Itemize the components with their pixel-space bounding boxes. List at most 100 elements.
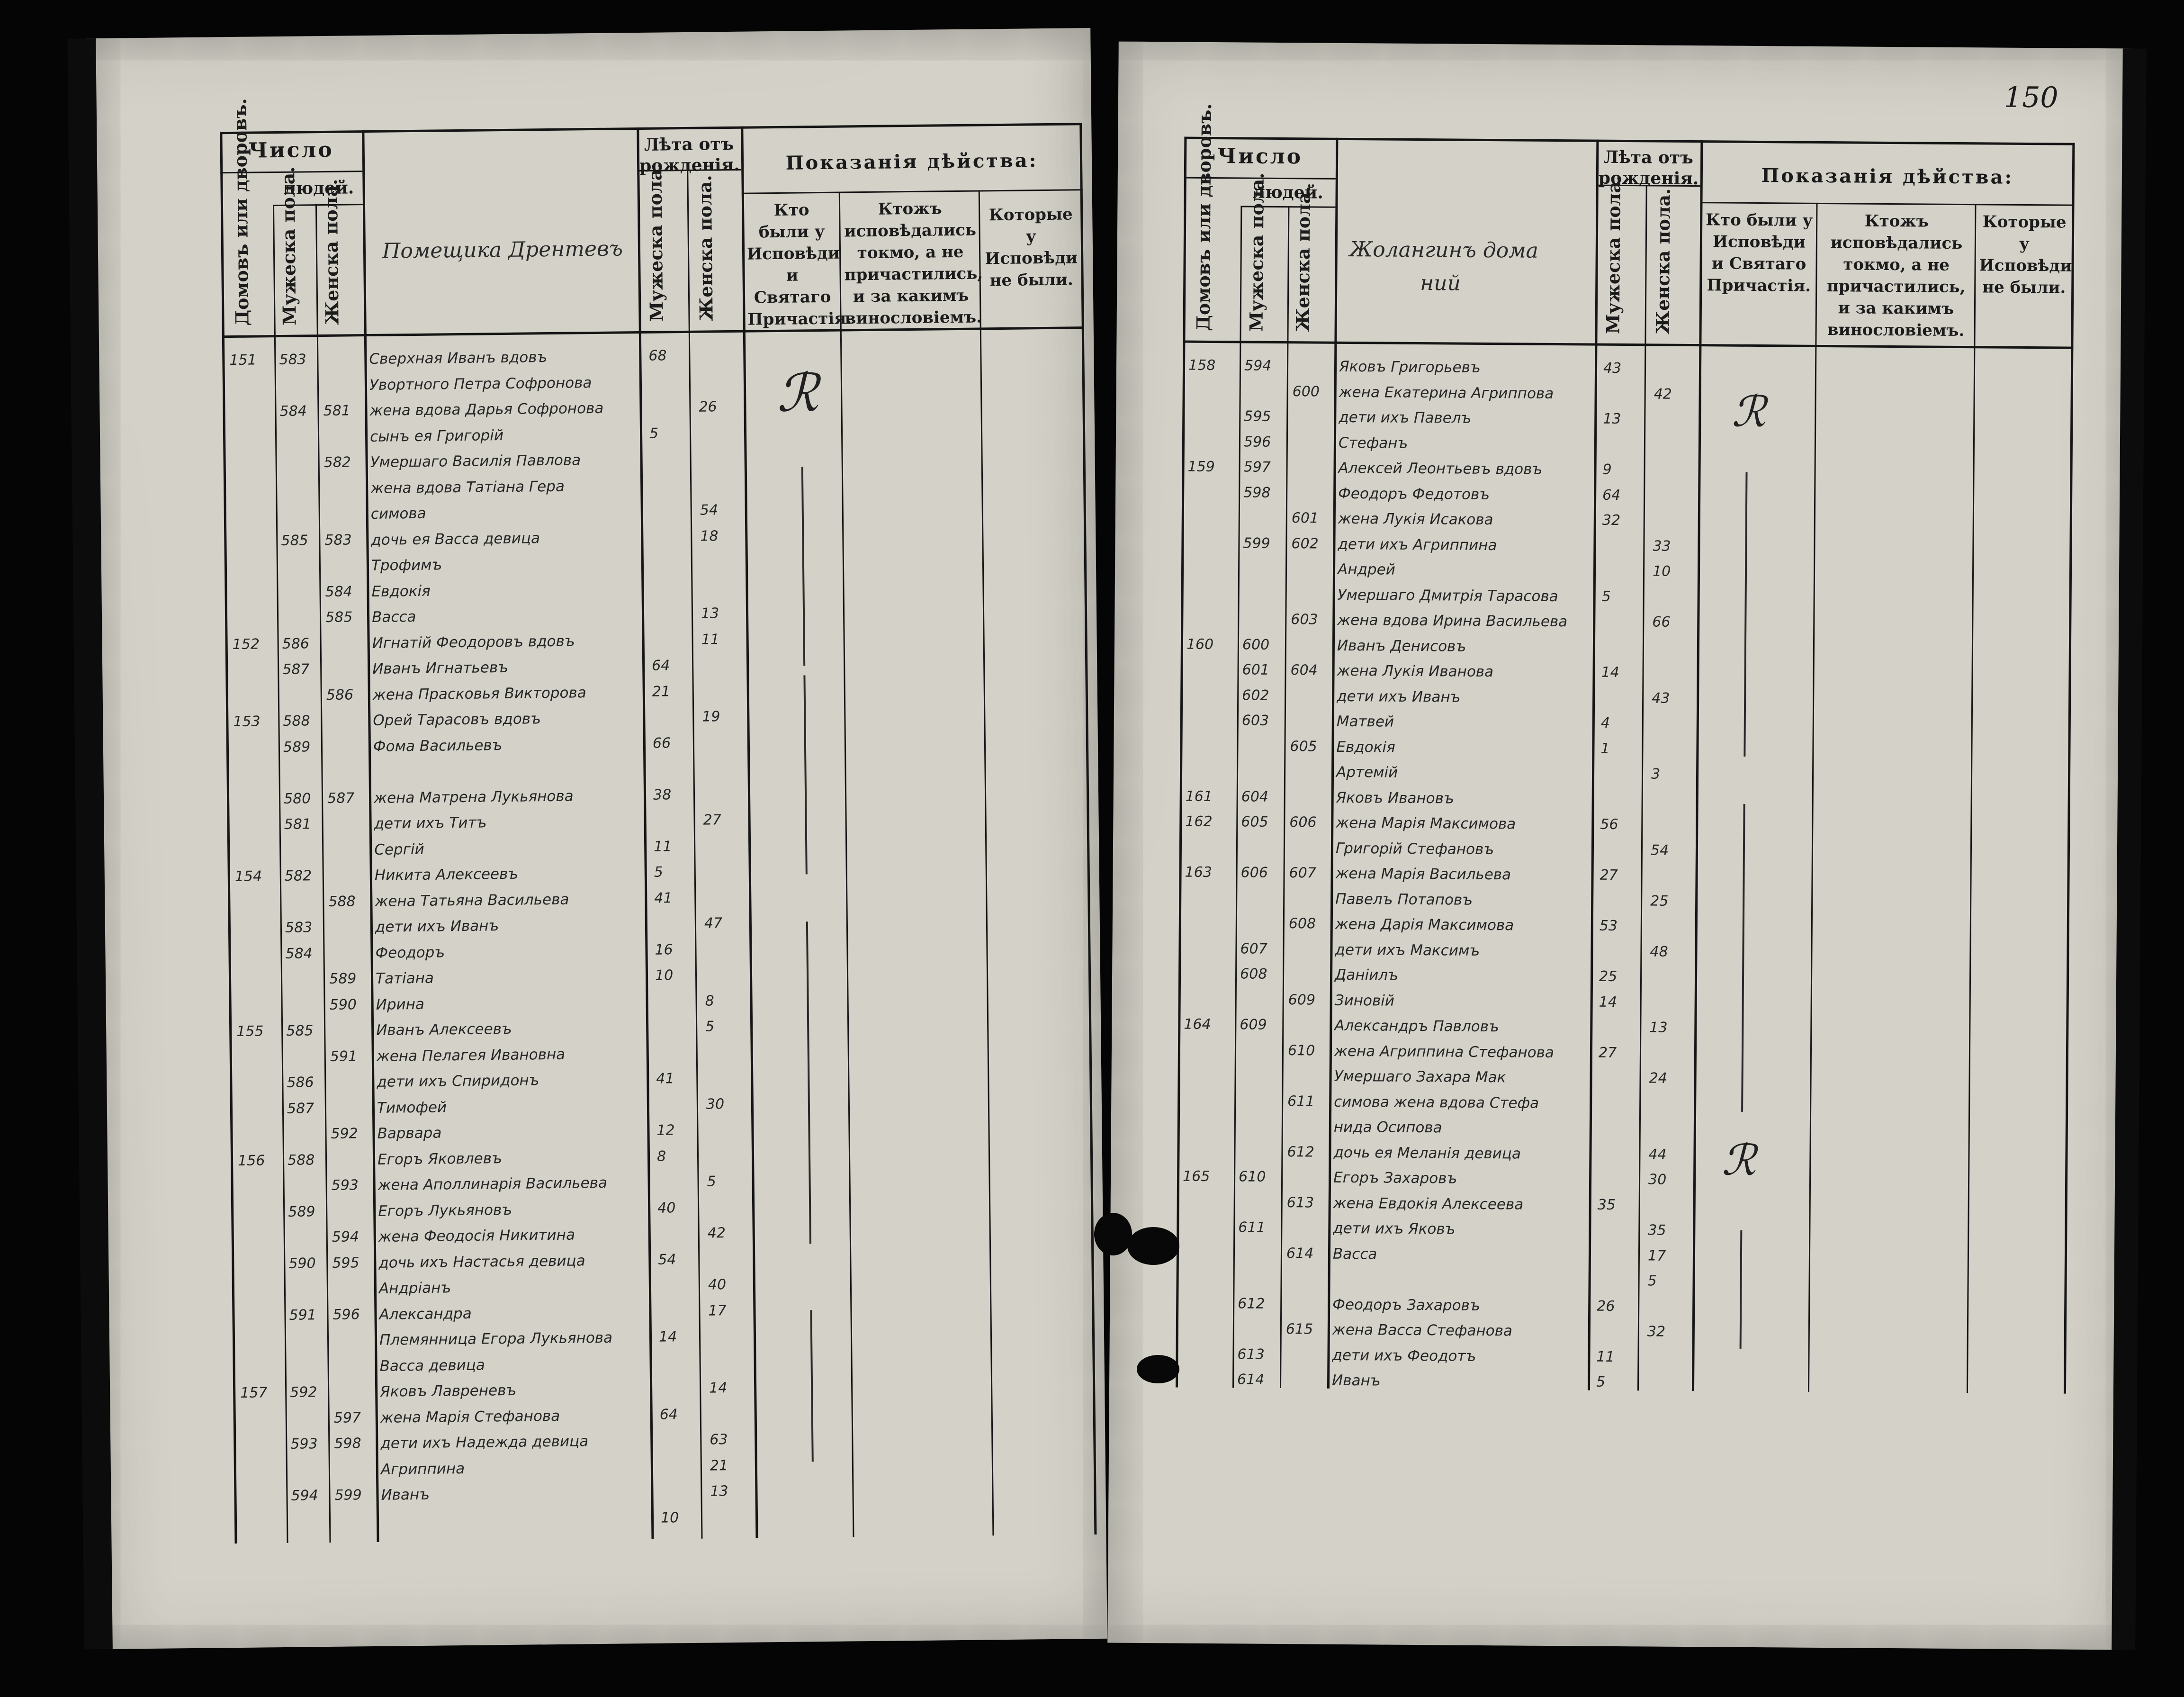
person-name: Тимофей (377, 1098, 447, 1117)
folio-number: 150 (2004, 81, 2058, 115)
age-male: 54 (658, 1251, 676, 1268)
female-count: 610 (1287, 1042, 1315, 1059)
male-count: 587 (287, 1100, 315, 1117)
female-count: 586 (326, 686, 354, 704)
person-name: дети ихъ Павелъ (1339, 408, 1472, 427)
age-female: 43 (1652, 689, 1670, 707)
household-number: 162 (1185, 813, 1213, 830)
female-count: 593 (331, 1177, 359, 1194)
male-count: 585 (286, 1022, 314, 1039)
male-count: 605 (1241, 813, 1268, 830)
male-count: 612 (1238, 1295, 1265, 1312)
household-number: 152 (232, 635, 260, 653)
female-count: 615 (1285, 1321, 1313, 1338)
household-number: 163 (1185, 864, 1212, 881)
person-name: Александра (379, 1305, 472, 1323)
female-count: 612 (1287, 1143, 1314, 1161)
female-count: 582 (324, 454, 351, 471)
male-count: 598 (1243, 484, 1271, 501)
age-male: 41 (654, 889, 673, 907)
age-male: 43 (1603, 360, 1622, 377)
female-count: 584 (325, 583, 352, 600)
person-name: Сверхная Иванъ вдовъ (369, 349, 548, 368)
age-male: 16 (655, 941, 673, 958)
age-male: 1 (1600, 740, 1610, 757)
male-count: 610 (1238, 1168, 1266, 1185)
male-count: 594 (1244, 357, 1272, 374)
person-name: Орей Тарасовъ вдовъ (373, 710, 541, 729)
age-female: 21 (710, 1457, 728, 1474)
person-name: Егоръ Захаровъ (1333, 1169, 1457, 1187)
person-name: дети ихъ Яковъ (1333, 1219, 1456, 1238)
age-female: 13 (710, 1483, 728, 1500)
header-leta-muzh: Мужеска пола. (1602, 175, 1625, 334)
age-female: 63 (710, 1431, 728, 1448)
table-row: 611 дети ихъ Яковъ 35 (1110, 1216, 2124, 1245)
male-count: 611 (1238, 1219, 1266, 1236)
header-muzh: Мужеска пола. (277, 166, 300, 325)
person-name: Иванъ Игнатьевъ (372, 659, 509, 677)
household-number: 151 (229, 352, 257, 369)
male-count: 613 (1237, 1345, 1265, 1363)
page-title-left: Помещика Дрентевъ (382, 236, 623, 263)
person-name: сынъ ея Григорій (369, 426, 504, 445)
age-female: 5 (707, 1173, 716, 1190)
person-name: жена Дарія Максимова (1335, 915, 1514, 934)
female-count: 611 (1287, 1092, 1315, 1110)
person-name: Артемій (1336, 763, 1398, 781)
person-name: Игнатій Феодоровъ вдовъ (372, 632, 575, 652)
person-name: жена Васса Стефанова (1332, 1321, 1513, 1340)
age-female: 27 (703, 812, 721, 829)
person-name: дочь ея Васса девица (371, 529, 540, 549)
male-count: 603 (1241, 712, 1269, 729)
age-female: 54 (700, 502, 719, 519)
household-number: 161 (1185, 788, 1213, 805)
person-name: Никита Алексеевъ (374, 865, 519, 884)
age-female: 14 (709, 1380, 728, 1397)
person-name: Евдокія (1336, 738, 1395, 756)
age-female: 47 (704, 915, 723, 932)
age-female: 30 (1648, 1171, 1667, 1188)
person-name: Иванъ Алексеевъ (376, 1020, 512, 1039)
female-count: 608 (1288, 915, 1316, 932)
age-female: 24 (1649, 1070, 1667, 1087)
person-name: жена Агриппина Стефанова (1334, 1042, 1555, 1061)
age-female: 54 (1650, 841, 1669, 859)
age-male: 11 (653, 838, 672, 855)
header-col-ktozh: Ктожъ исповѣдались токмо, а не причастил… (1826, 211, 1966, 341)
age-female: 33 (1653, 537, 1671, 555)
person-name: жена Пелагея Ивановна (376, 1046, 566, 1065)
age-male: 5 (649, 425, 659, 442)
male-count: 608 (1240, 966, 1267, 983)
person-name: Васса (371, 608, 416, 626)
age-female: 35 (1648, 1222, 1666, 1239)
handwritten-mark: ℛ (1732, 387, 1766, 437)
person-name: Егоръ Лукьяновъ (378, 1201, 512, 1220)
header-col-kotor: Которые у Исповѣди не были. (1979, 212, 2072, 298)
age-male: 25 (1599, 968, 1618, 985)
household-number: 155 (236, 1023, 264, 1040)
person-name: Стефанъ (1338, 434, 1408, 452)
age-male: 38 (653, 786, 672, 803)
male-count: 588 (283, 713, 310, 730)
person-name: Алексей Леонтьевъ вдовъ (1338, 459, 1543, 478)
age-female: 30 (706, 1095, 725, 1113)
person-name: Умершаго Василія Павлова (370, 451, 581, 471)
age-male: 64 (652, 657, 670, 674)
person-name: нида Осипова (1333, 1118, 1442, 1137)
age-male: 4 (1600, 714, 1610, 731)
person-name: Иванъ Денисовъ (1337, 637, 1466, 655)
header-col-ktozh: Ктожъ исповѣдались токмо, а не причастил… (844, 199, 983, 328)
male-count: 589 (283, 738, 311, 756)
male-count: 590 (288, 1255, 316, 1272)
